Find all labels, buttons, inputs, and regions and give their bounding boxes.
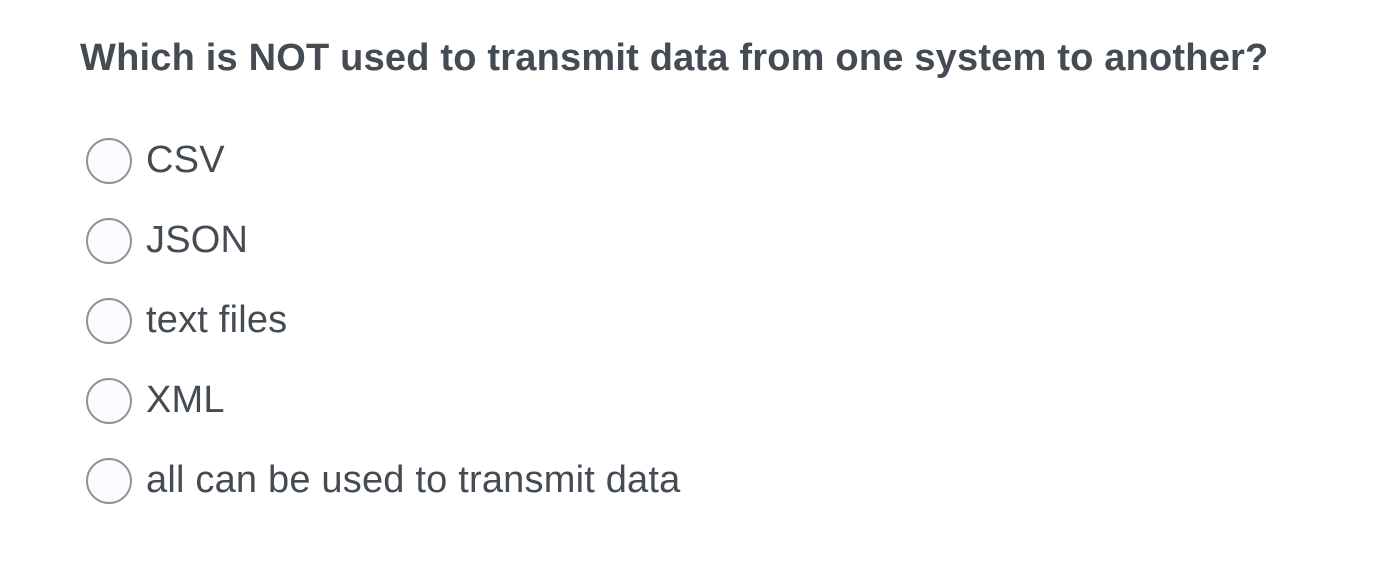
quiz-question-panel: Which is NOT used to transmit data from … <box>80 37 1340 504</box>
radio-button-icon[interactable] <box>86 297 132 344</box>
answer-option-label[interactable]: all can be used to transmit data <box>146 459 681 502</box>
answer-option-json[interactable]: JSON <box>86 217 1340 264</box>
answer-option-label[interactable]: CSV <box>146 139 225 182</box>
radio-button-icon[interactable] <box>86 217 132 264</box>
answer-option-all[interactable]: all can be used to transmit data <box>86 457 1340 504</box>
answer-option-xml[interactable]: XML <box>86 377 1340 424</box>
radio-button-icon[interactable] <box>86 377 132 424</box>
answer-option-label[interactable]: JSON <box>146 219 249 262</box>
answer-option-label[interactable]: text files <box>146 299 288 342</box>
answer-option-label[interactable]: XML <box>146 379 225 422</box>
answer-option-csv[interactable]: CSV <box>86 137 1340 184</box>
radio-button-icon[interactable] <box>86 457 132 504</box>
answer-option-text-files[interactable]: text files <box>86 297 1340 344</box>
radio-button-icon[interactable] <box>86 137 132 184</box>
answer-options-list: CSV JSON text files XML all can be used … <box>86 137 1340 504</box>
question-text: Which is NOT used to transmit data from … <box>80 37 1269 79</box>
